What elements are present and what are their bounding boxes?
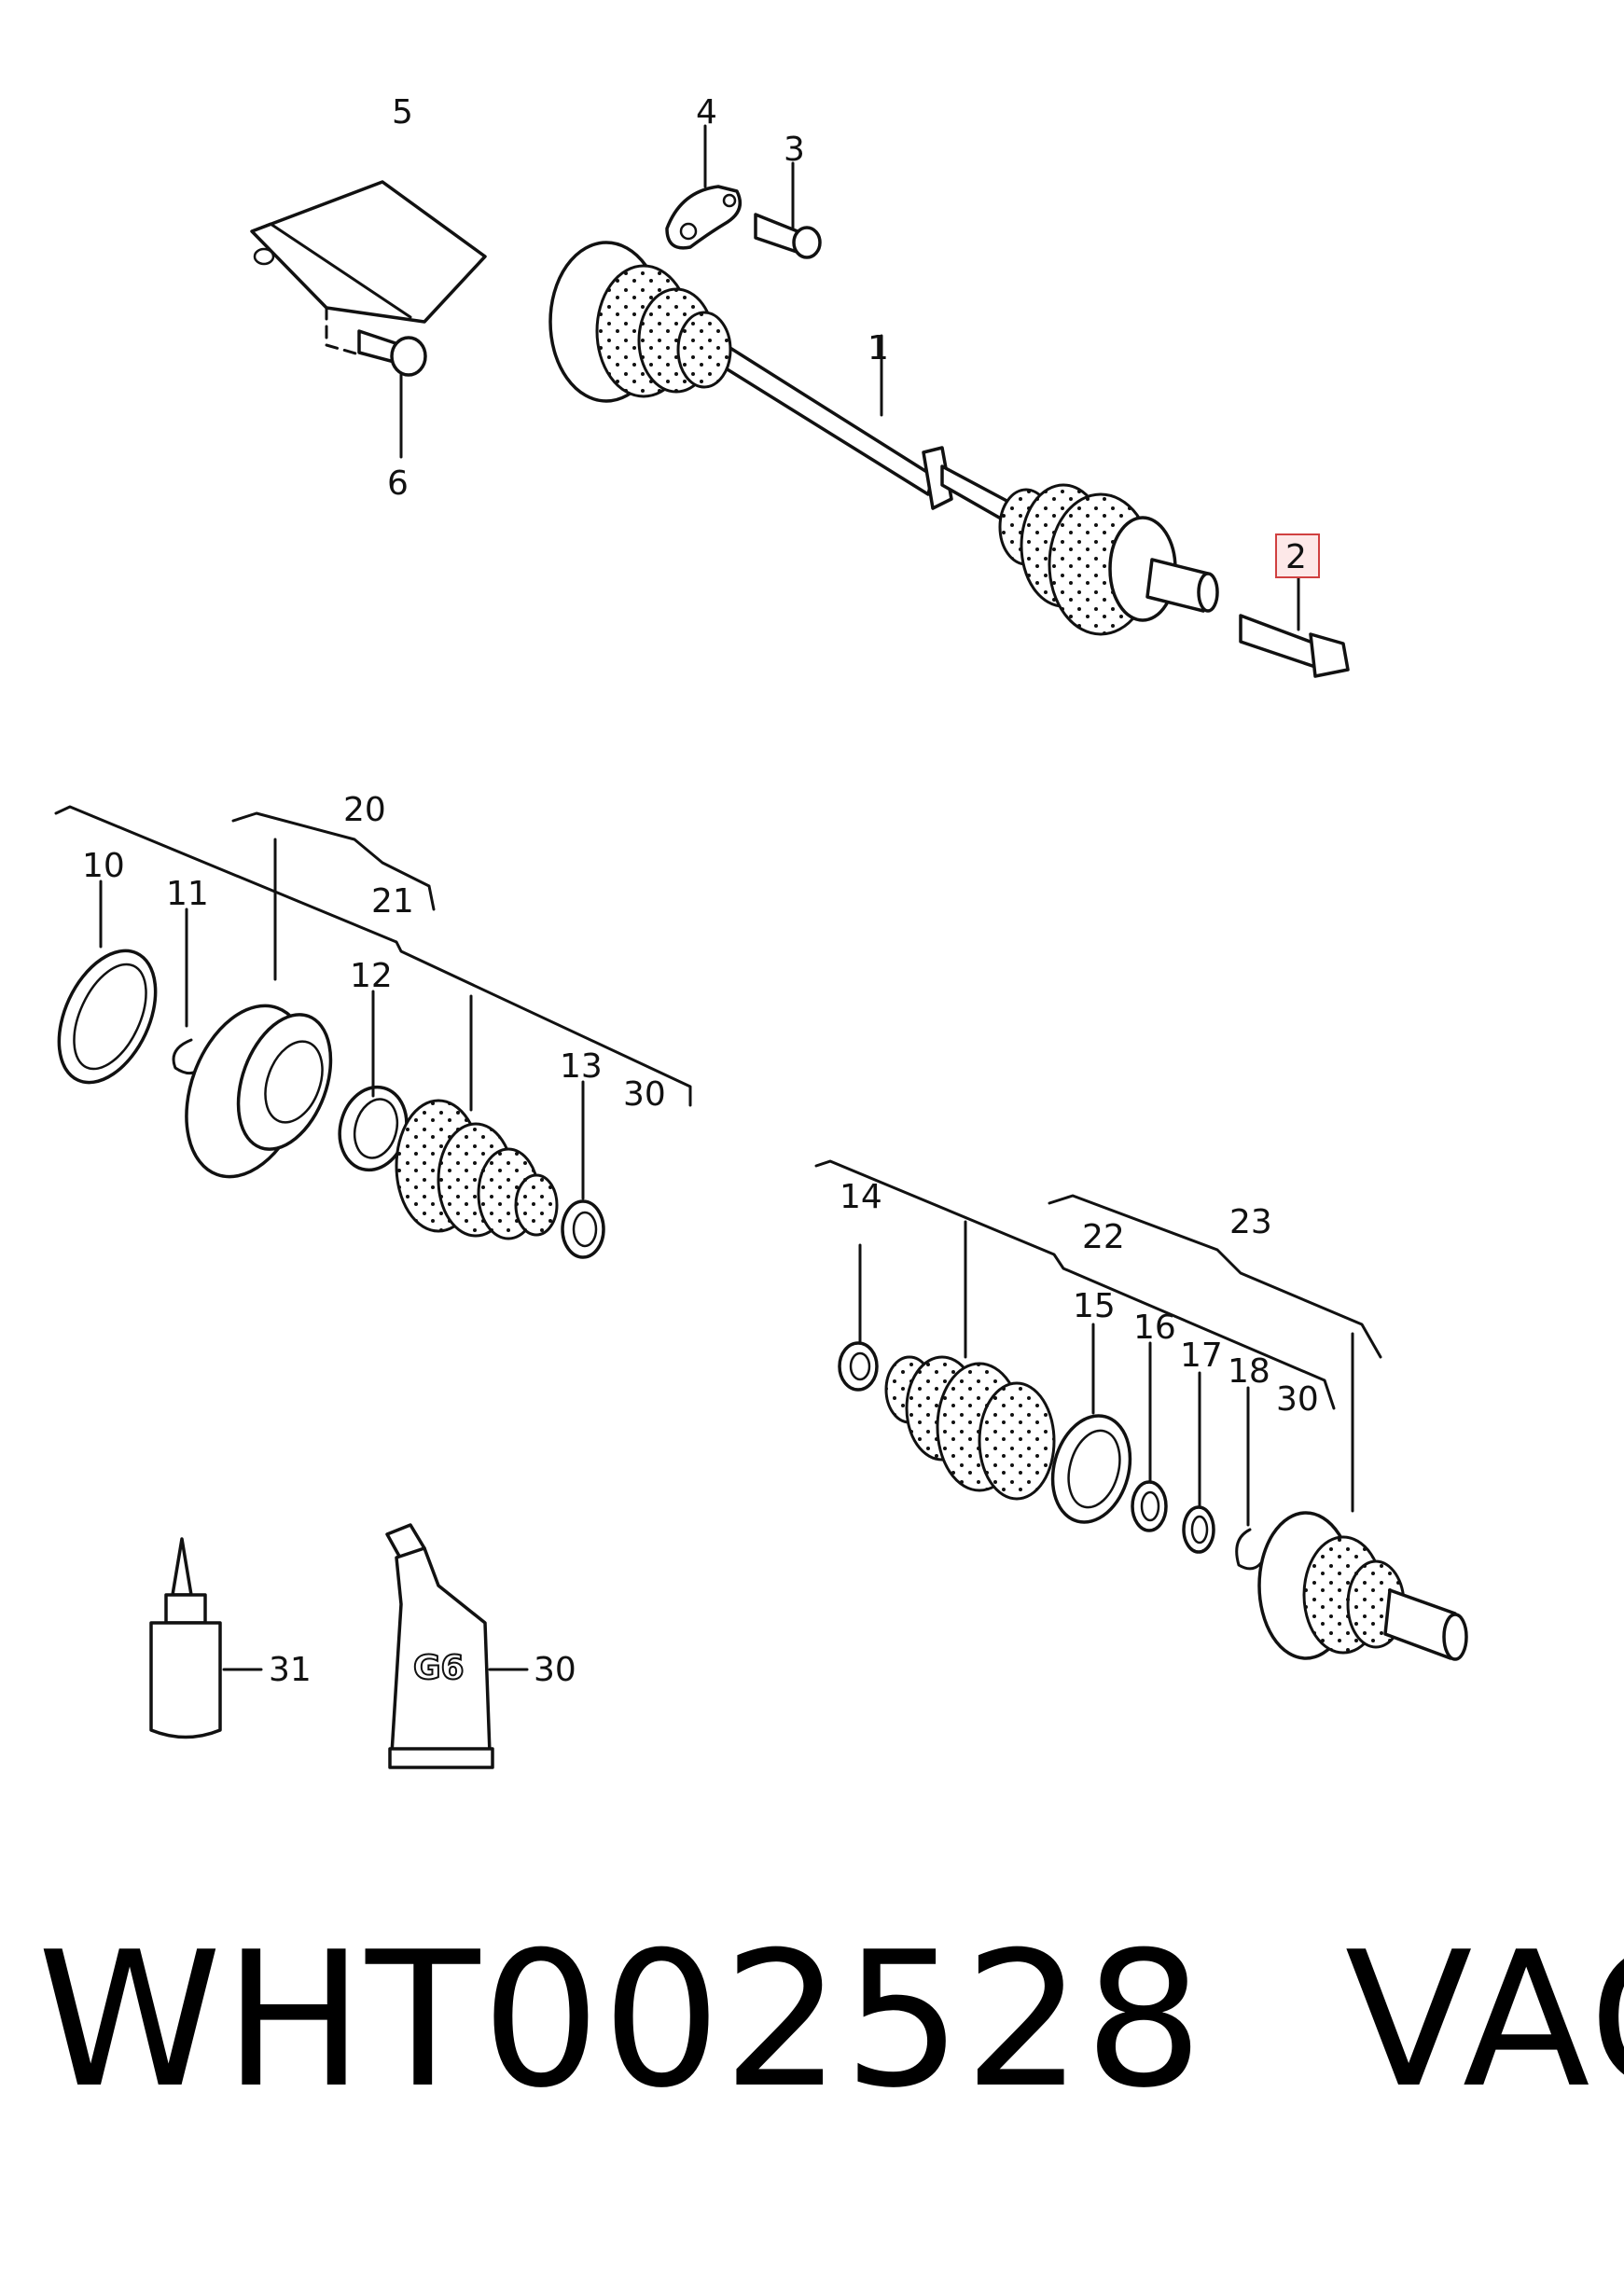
- hose-clamp-part-15: [1050, 1323, 1132, 1524]
- circlip-part-18: [1235, 1386, 1269, 1571]
- bolt-part-6: [357, 329, 427, 459]
- callout-14: 14: [840, 1178, 882, 1216]
- axle-bolt-part-2: [1239, 572, 1350, 678]
- heat-shield-part-5: [250, 180, 487, 356]
- highlight-box-callout-2: [1275, 533, 1320, 578]
- callout-3: 3: [784, 131, 805, 169]
- small-clamp-part-14: [838, 1243, 879, 1392]
- outer-cv-joint-part-23: [1257, 1511, 1468, 1661]
- dished-washer-part-17: [1182, 1371, 1215, 1554]
- inner-cv-joint-part-20: [185, 1004, 333, 1179]
- boot-part-22: [884, 1355, 1056, 1501]
- callout-2: 2: [1285, 538, 1307, 576]
- callout-31: 31: [269, 1651, 312, 1689]
- callout-1: 1: [868, 329, 889, 367]
- grease-tube-part-30: [385, 1523, 529, 1769]
- drive-shaft-part-1: [548, 241, 1219, 636]
- exploded-parts-diagram: 1 2 3 4 5 6 10 11 12 13 20 21 30 14 15 1…: [54, 93, 1468, 1769]
- callout-20: 20: [343, 791, 386, 829]
- callout-18: 18: [1228, 1352, 1270, 1391]
- circlip-part-11: [172, 907, 209, 1075]
- brand-name: VAG: [1344, 1912, 1624, 2129]
- callout-30-bottom: 30: [534, 1651, 576, 1689]
- callout-30-right: 30: [1276, 1380, 1319, 1419]
- bracket-lines-right-group: [814, 1159, 1382, 1513]
- callout-5: 5: [392, 93, 413, 132]
- bracket-lines-left-group: [54, 805, 692, 1112]
- callout-10: 10: [82, 847, 125, 885]
- callout-11: 11: [166, 875, 209, 913]
- callout-6: 6: [387, 464, 409, 503]
- bracket-plate-part-4: [665, 124, 743, 250]
- callout-23: 23: [1229, 1203, 1272, 1241]
- callout-4: 4: [696, 93, 717, 132]
- callout-12: 12: [350, 957, 393, 995]
- dust-cap-part-10: [57, 880, 158, 1085]
- callout-16: 16: [1133, 1309, 1176, 1347]
- grease-tube-label: G6: [413, 1649, 465, 1687]
- callout-30-left: 30: [623, 1075, 666, 1114]
- sealant-bottle-part-31: [149, 1537, 263, 1739]
- callout-22: 22: [1082, 1218, 1125, 1256]
- callout-15: 15: [1073, 1287, 1116, 1325]
- screw-part-3: [754, 161, 822, 259]
- small-clamp-part-13: [561, 1080, 605, 1259]
- callout-17: 17: [1180, 1337, 1223, 1375]
- boot-part-21: [395, 1099, 559, 1240]
- footer-part-info: WHT002528 VAG: [37, 1912, 1624, 2129]
- part-number: WHT002528: [37, 1912, 1205, 2129]
- hose-clamp-part-12: [338, 990, 409, 1172]
- callout-21: 21: [371, 882, 414, 921]
- spacer-ring-part-16: [1131, 1341, 1168, 1532]
- callout-13: 13: [560, 1047, 603, 1086]
